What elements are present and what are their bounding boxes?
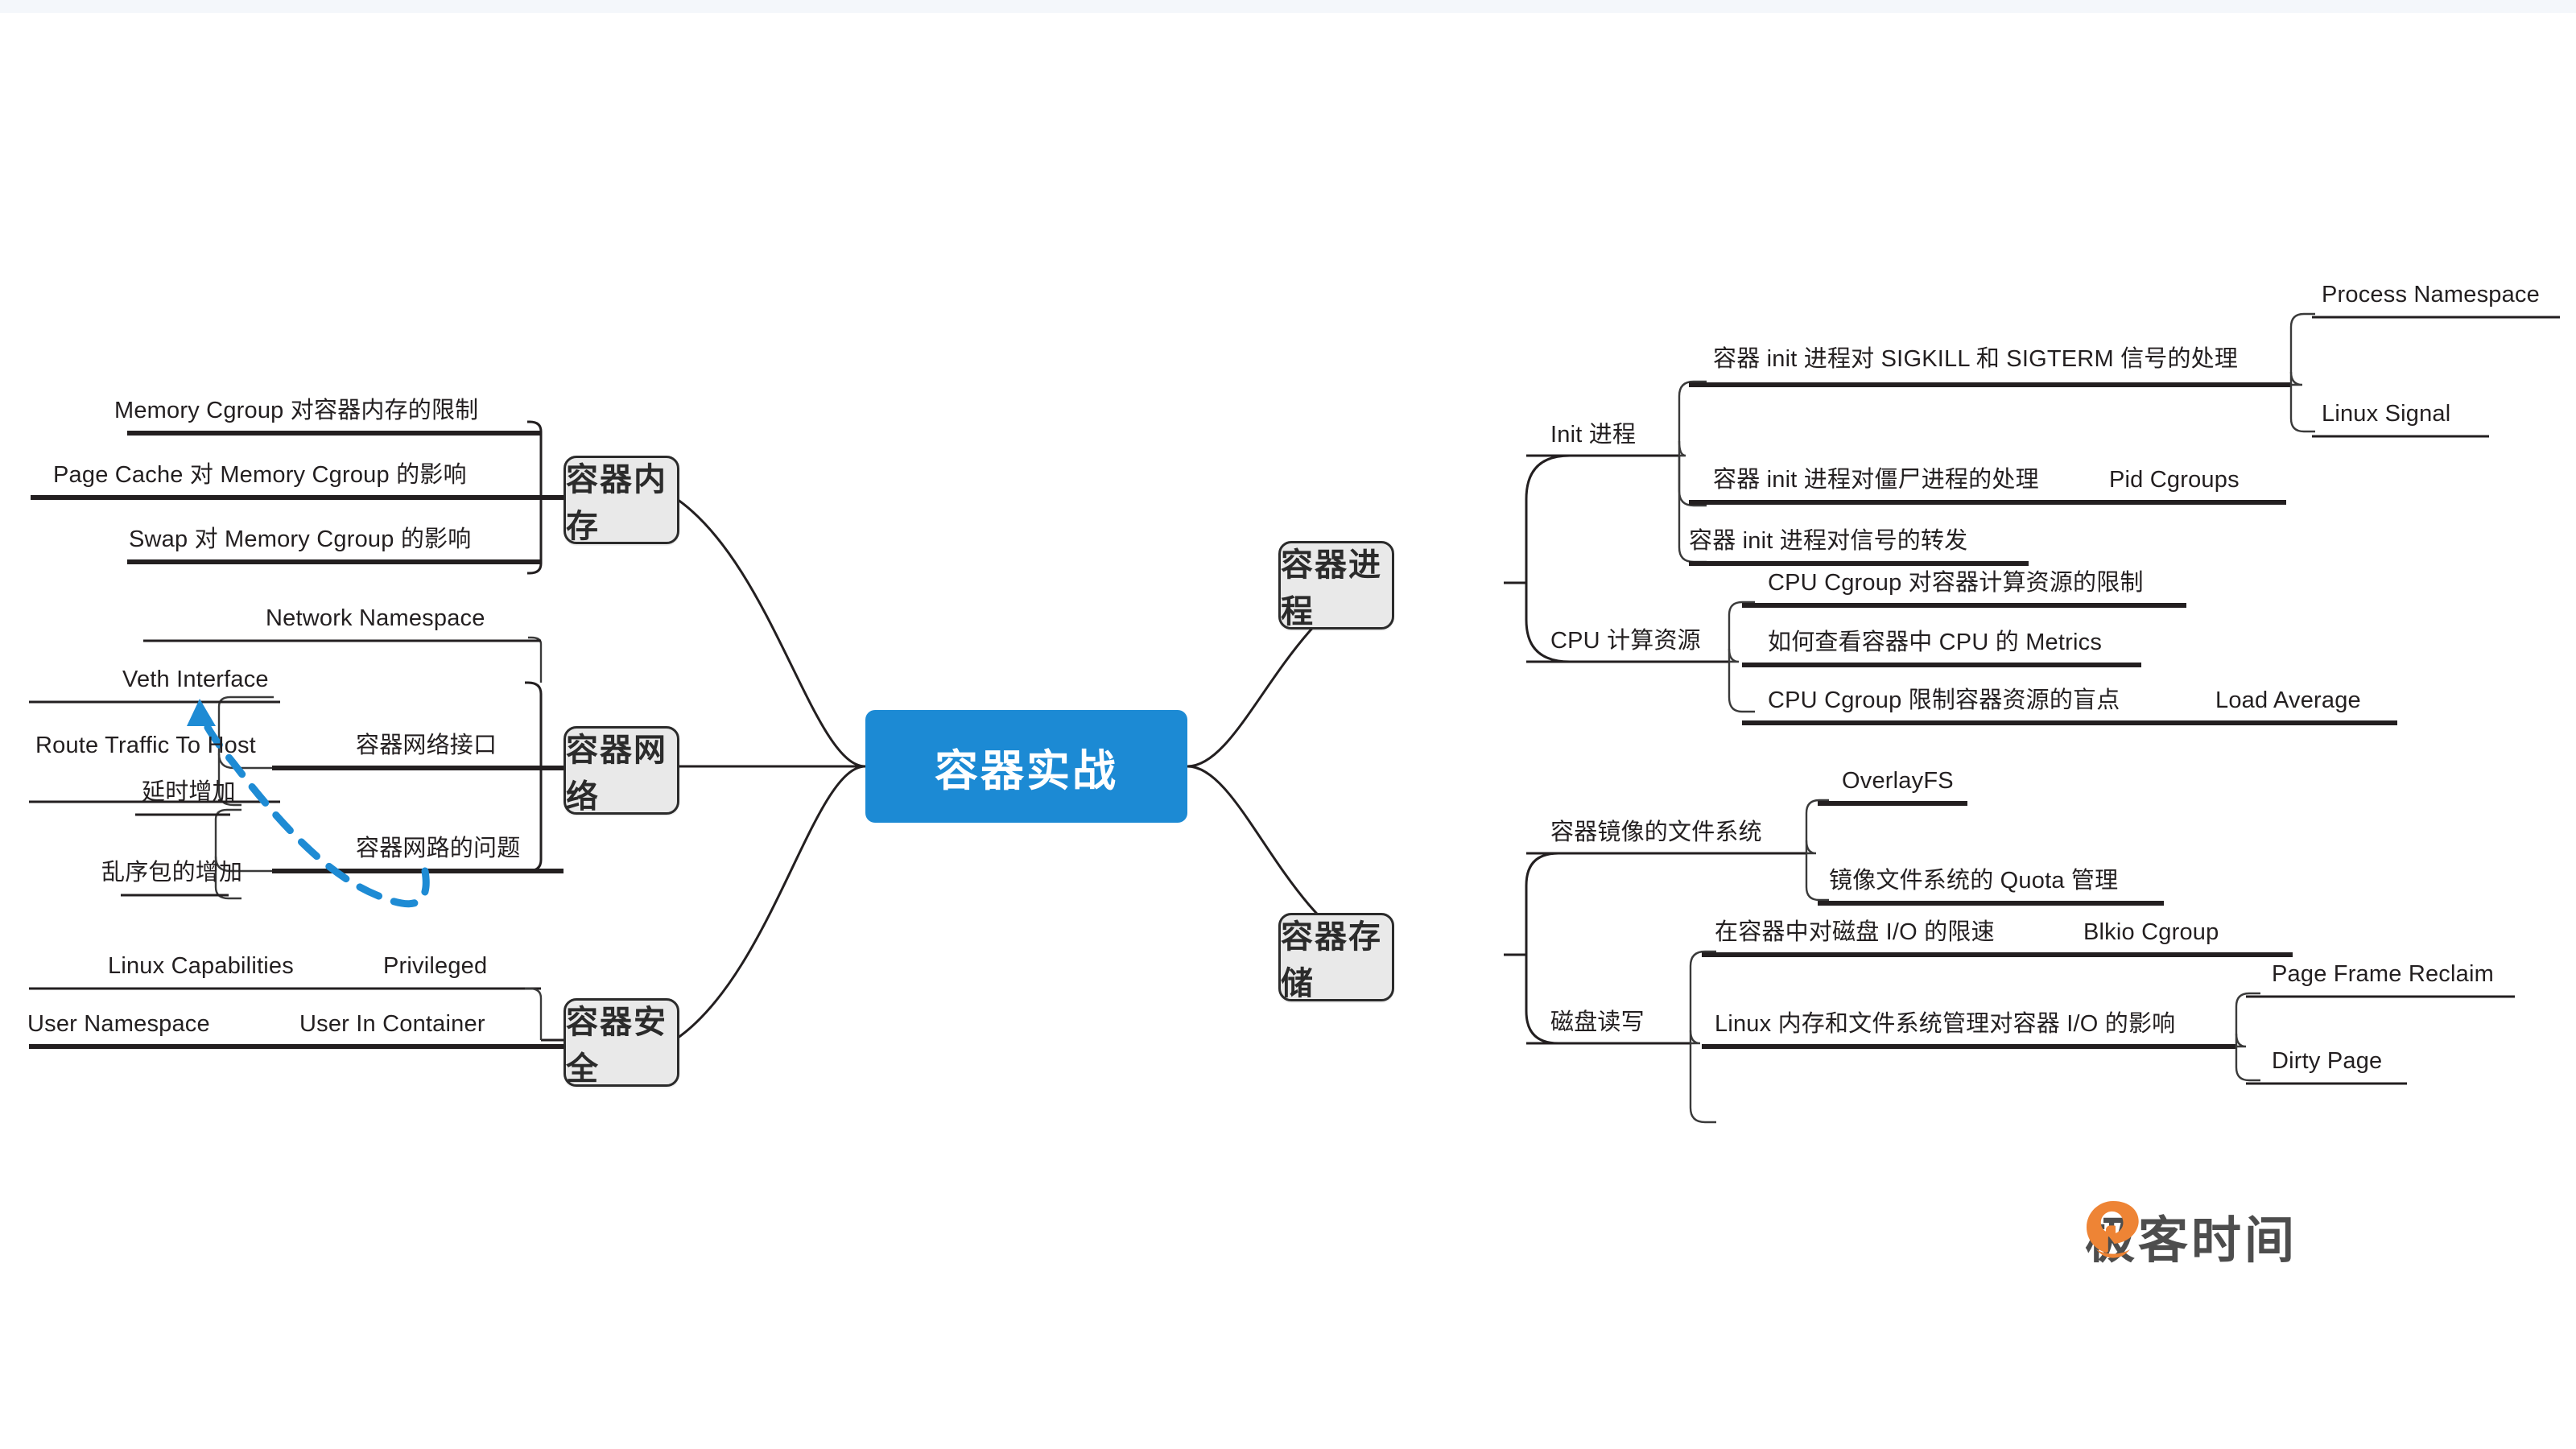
leaf-cpu-cgroup-limit[interactable]: CPU Cgroup 对容器计算资源的限制 — [1768, 570, 2144, 596]
top-strip — [0, 0, 2576, 13]
leaf-image-filesystem[interactable]: 容器镜像的文件系统 — [1550, 819, 1762, 845]
leaf-privileged[interactable]: Privileged — [383, 953, 488, 979]
leaf-dirty-page[interactable]: Dirty Page — [2272, 1048, 2383, 1074]
leaf-user-in-container[interactable]: User In Container — [299, 1011, 485, 1037]
leaf-page-frame-reclaim[interactable]: Page Frame Reclaim — [2272, 961, 2494, 987]
branch-node-network[interactable]: 容器网络 — [564, 726, 679, 815]
branch-node-security[interactable]: 容器安全 — [564, 998, 679, 1087]
leaf-network-namespace[interactable]: Network Namespace — [266, 605, 485, 631]
leaf-page-cache-effect[interactable]: Page Cache 对 Memory Cgroup 的影响 — [53, 462, 467, 488]
leaf-process-namespace[interactable]: Process Namespace — [2322, 282, 2540, 308]
root-node[interactable]: 容器实战 — [865, 710, 1187, 823]
leaf-init-signal-forward[interactable]: 容器 init 进程对信号的转发 — [1689, 528, 1968, 554]
leaf-init-sigkill-sigterm[interactable]: 容器 init 进程对 SIGKILL 和 SIGTERM 信号的处理 — [1713, 346, 2239, 372]
leaf-init-zombie-process[interactable]: 容器 init 进程对僵尸进程的处理 — [1713, 467, 2039, 493]
leaf-overlayfs[interactable]: OverlayFS — [1842, 768, 1954, 794]
leaf-cpu-metrics[interactable]: 如何查看容器中 CPU 的 Metrics — [1768, 630, 2103, 655]
leaf-latency-increase[interactable]: 延时增加 — [142, 779, 236, 805]
brand-logo: 极客时间 — [2085, 1199, 2297, 1272]
leaf-blkio-cgroup[interactable]: Blkio Cgroup — [2083, 919, 2219, 945]
leaf-image-quota-management[interactable]: 镜像文件系统的 Quota 管理 — [1829, 868, 2119, 894]
branch-node-memory[interactable]: 容器内存 — [564, 456, 679, 544]
branch-node-process[interactable]: 容器进程 — [1278, 541, 1394, 630]
geektime-mark-icon — [2087, 1201, 2139, 1258]
leaf-out-of-order-packets[interactable]: 乱序包的增加 — [101, 860, 243, 886]
leaf-container-network-interface[interactable]: 容器网络接口 — [356, 733, 497, 758]
leaf-pid-cgroups[interactable]: Pid Cgroups — [2109, 467, 2240, 493]
leaf-swap-effect[interactable]: Swap 对 Memory Cgroup 的影响 — [129, 526, 472, 552]
leaf-veth-interface[interactable]: Veth Interface — [122, 667, 269, 692]
leaf-disk-io-throttle[interactable]: 在容器中对磁盘 I/O 的限速 — [1715, 919, 1995, 945]
leaf-linux-capabilities[interactable]: Linux Capabilities — [108, 953, 294, 979]
leaf-cpu-compute-resource[interactable]: CPU 计算资源 — [1550, 628, 1701, 654]
leaf-memory-cgroup-limit[interactable]: Memory Cgroup 对容器内存的限制 — [114, 398, 479, 423]
leaf-container-network-problem[interactable]: 容器网路的问题 — [356, 836, 521, 861]
leaf-cpu-cgroup-blindspot[interactable]: CPU Cgroup 限制容器资源的盲点 — [1768, 687, 2120, 713]
branch-node-storage[interactable]: 容器存储 — [1278, 913, 1394, 1001]
leaf-disk-read-write[interactable]: 磁盘读写 — [1550, 1009, 1645, 1035]
leaf-load-average[interactable]: Load Average — [2215, 687, 2361, 713]
leaf-linux-memory-fs-io-impact[interactable]: Linux 内存和文件系统管理对容器 I/O 的影响 — [1715, 1011, 2176, 1037]
leaf-init-process[interactable]: Init 进程 — [1550, 422, 1637, 448]
leaf-linux-signal[interactable]: Linux Signal — [2322, 401, 2451, 427]
leaf-route-traffic-to-host[interactable]: Route Traffic To Host — [35, 733, 256, 758]
leaf-user-namespace[interactable]: User Namespace — [27, 1011, 210, 1037]
